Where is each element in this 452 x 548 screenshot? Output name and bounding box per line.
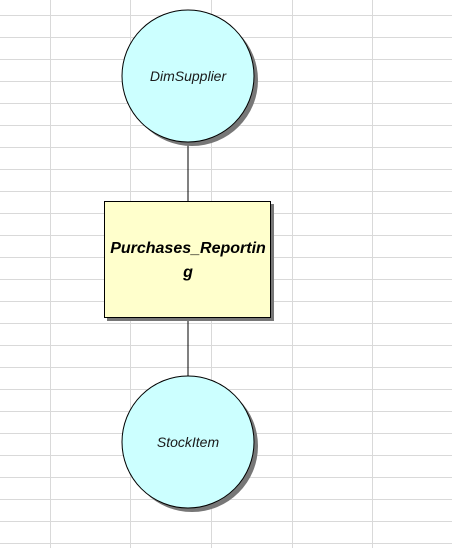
node-stock-item-circle [121,375,255,509]
node-purchases-reporting-box [104,201,271,318]
node-purchases-reporting-label-line1: Purchases_Reportin [110,240,266,257]
node-purchases-reporting[interactable]: Purchases_Reportin g [104,201,275,322]
node-dim-supplier-circle [121,9,255,143]
node-dim-supplier[interactable]: DimSupplier [121,9,258,146]
node-dim-supplier-label: DimSupplier [150,68,228,84]
node-purchases-reporting-label-line2: g [182,264,193,281]
node-stock-item[interactable]: StockItem [121,375,258,512]
node-stock-item-label: StockItem [157,434,220,450]
